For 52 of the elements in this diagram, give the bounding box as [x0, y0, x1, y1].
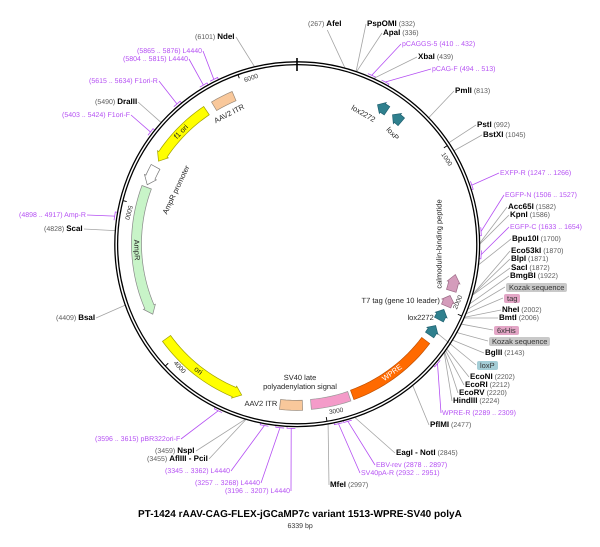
leader-line	[454, 134, 482, 152]
leader-line	[373, 56, 418, 79]
map-title: PT-1424 rAAV-CAG-FLEX-jGCaMP7c variant 1513-WPRE-SV40 polyA	[138, 509, 462, 521]
leader-line	[445, 350, 464, 386]
leader-line	[432, 360, 442, 414]
leader-line	[96, 304, 126, 318]
leader-line	[202, 50, 219, 82]
leader-line	[472, 268, 510, 296]
leader-line	[479, 214, 510, 245]
leader-line	[84, 228, 116, 232]
leader-line	[472, 250, 510, 296]
leader-line	[328, 424, 330, 486]
leader-line	[437, 333, 476, 366]
leader-line	[446, 348, 470, 378]
leader-line	[448, 124, 476, 144]
leader-line	[138, 102, 162, 123]
leader-line	[230, 422, 269, 472]
leader-line	[286, 426, 296, 492]
leader-line	[368, 44, 402, 80]
leader-line	[130, 114, 155, 136]
leader-line	[381, 68, 432, 86]
leader-line	[478, 226, 510, 260]
leader-line	[428, 90, 454, 118]
leader-line	[444, 352, 452, 402]
leader-line	[460, 324, 494, 330]
leader-line	[158, 80, 182, 108]
leader-line	[86, 212, 118, 221]
leader-line	[452, 340, 484, 354]
leader-line	[467, 286, 506, 310]
leader-line	[354, 416, 396, 454]
leader-line	[456, 332, 488, 342]
leader-line	[479, 206, 508, 244]
leader-line	[469, 276, 510, 304]
leader-line	[342, 420, 376, 466]
leader-line	[472, 258, 510, 296]
leader-line	[208, 418, 246, 460]
leader-line	[356, 32, 382, 72]
leader-line	[479, 194, 504, 236]
leader-line	[326, 30, 346, 68]
leader-line	[356, 24, 366, 72]
leader-line	[464, 310, 502, 318]
leader-line	[470, 172, 500, 190]
leader-line	[188, 58, 208, 88]
leader-line	[334, 422, 360, 474]
leader-line	[196, 418, 246, 452]
leader-line	[444, 351, 458, 394]
leader-line	[180, 406, 222, 440]
leader-line	[260, 425, 285, 484]
leader-line	[412, 384, 430, 426]
leader-line	[478, 238, 512, 266]
leader-line	[465, 298, 504, 314]
leader-line	[236, 36, 255, 67]
